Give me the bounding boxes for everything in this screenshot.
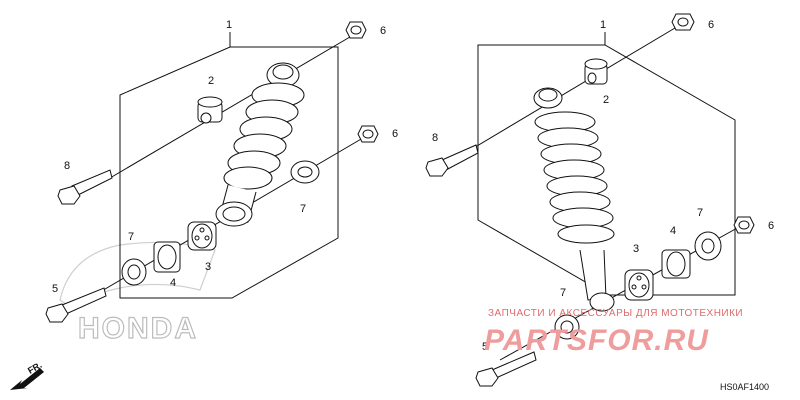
left-spring [215,62,305,227]
left-callout-2: 2 [208,75,214,87]
right-shock-assembly [425,13,755,387]
right-callout-6-lower: 6 [768,220,774,232]
diagram-code: HS0AF1400 [720,382,769,392]
right-callout-3: 3 [633,243,639,255]
right-callout-2: 2 [603,94,609,106]
right-callout-1: 1 [600,19,606,31]
right-nut-6-lower [733,216,755,234]
right-callout-8: 8 [432,132,438,144]
left-callout-8: 8 [64,160,70,172]
right-collar-4 [661,249,691,279]
left-bolt-5 [45,287,107,323]
right-callout-7-upper: 7 [697,207,703,219]
right-spring [533,87,615,312]
left-callout-6-upper: 6 [380,25,386,37]
site-watermark-name: PARTSFOR.RU [484,324,709,357]
right-nut-6-upper [671,13,695,31]
left-callout-1: 1 [226,19,232,31]
right-callout-4: 4 [670,225,676,237]
left-callout-5: 5 [52,283,58,295]
right-callout-6-upper: 6 [708,19,714,31]
fr-arrow-icon [10,368,44,390]
left-shock-assembly [45,21,379,323]
right-washer-7-lower [554,314,580,340]
left-collar-4 [153,241,181,273]
left-washer-7-upper [290,160,320,184]
left-callout-3: 3 [205,261,211,273]
right-bushing-2 [584,58,608,85]
left-callout-7-lower: 7 [128,231,134,243]
left-callout-7-upper: 7 [300,203,306,215]
left-bearing-3 [187,221,217,251]
left-callout-4: 4 [170,277,176,289]
left-callout-6-lower: 6 [392,128,398,140]
right-bolt-5 [475,351,537,387]
left-bushing-2 [197,96,223,124]
left-upper-axis [109,33,356,179]
right-bolt-8 [425,144,479,177]
right-callout-5: 5 [482,341,488,353]
right-callout-7-lower: 7 [560,287,566,299]
front-direction-arrow: FR. [10,360,44,390]
left-washer-7-lower [121,258,147,286]
left-bolt-8 [57,169,113,205]
right-washer-7-upper [694,231,722,261]
right-bearing-3 [624,269,654,301]
honda-logo-watermark: HONDA [59,241,216,346]
left-nut-6-lower [357,125,379,143]
left-nut-6-upper [345,21,367,39]
honda-wordmark: HONDA [78,312,198,345]
site-watermark-tagline: ЗАПЧАСТИ И АКСЕССУАРЫ ДЛЯ МОТОТЕХНИКИ [488,308,743,319]
